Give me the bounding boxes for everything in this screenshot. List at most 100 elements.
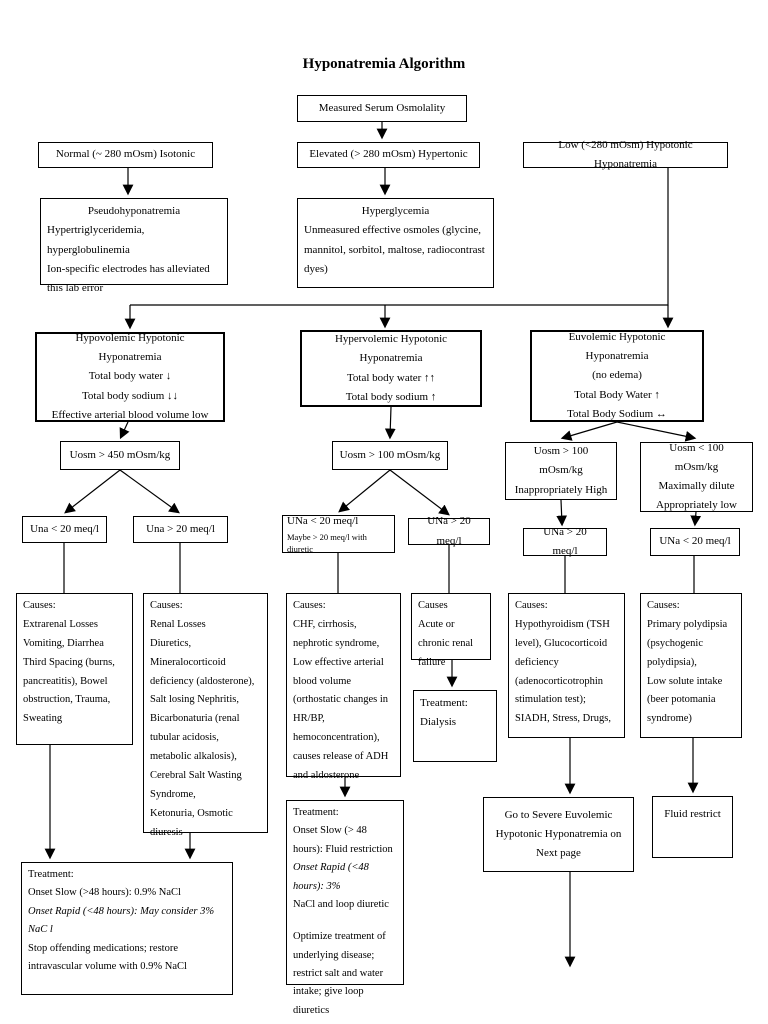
text-line: Hyperglycemia [361,205,430,217]
text-line: Total body sodium ↓↓ [81,389,179,402]
node-goto-next-page: Go to Severe Euvolemic Hypotonic Hyponat… [483,797,634,872]
text-line: Third Spacing (burns, pancreatitis), Bow… [23,656,115,706]
text-line: Go to Severe Euvolemic Hypotonic Hyponat… [495,808,622,860]
text-line: UNa > 20 meq/l [543,525,587,557]
text-line: Uosm > 100 mOsm/kg [533,445,589,477]
text-line: Low solute intake (beer potomania syndro… [647,675,723,725]
text-line: Diuretics, [150,637,192,649]
text-line: Fluid restrict [664,808,721,820]
text-line: Total body sodium ↑ [345,390,437,403]
text-line: UNa > 20 meq/l [427,515,471,547]
text-line: Onset Slow (> 48 hours): Fluid restricti… [293,825,393,855]
text-line: Pseudohyponatremia [87,205,181,217]
text-line: Hypertriglyceridemia, hyperglobulinemia [47,224,145,256]
text-line: Acute or chronic renal failure [418,618,474,668]
node-una-lt20-right: UNa < 20 meq/l [650,528,740,556]
text-line: Euvolemic Hypotonic Hyponatremia [568,330,666,363]
text-line: Treatment: [28,869,74,880]
node-euvolemic: Euvolemic Hypotonic Hyponatremia (no edem… [530,330,704,422]
page-title: Hyponatremia Algorithm [302,56,466,72]
text-line: Extrarenal Losses [23,618,98,630]
text-line: SIADH, Stress, Drugs, [515,713,611,725]
node-uosm-gt-450: Uosm > 450 mOsm/kg [60,441,180,470]
text-line: Low (<280 mOsm) Hypotonic Hyponatremia [558,138,693,170]
text-line: Sweating [23,713,63,725]
text-line: Ketonuria, Osmotic diuresis [150,807,233,838]
text-line: Maybe > 20 meq/l with diuretic [287,531,367,554]
node-una-gt20-center: UNa > 20 meq/l [408,515,490,547]
text-line: Dialysis [420,716,457,729]
text-line: Stop offending medications; restore intr… [28,942,187,972]
node-measured-serum-osmolality: Measured Serum Osmolality [297,95,467,122]
text-line: Total body water ↑↑ [346,371,436,384]
text-line: Effective arterial blood volume low [51,408,209,421]
text-line: (adenocorticotrophin stimulation test); [515,675,604,706]
text-line: Causes: [293,600,326,611]
text-line: Onset Slow (>48 hours): 0.9% NaCl [28,887,181,899]
text-line: UNa < 20 meq/l [287,515,359,528]
text-line: Causes: [150,600,183,611]
text-line: NaCl and loop diuretic [293,898,389,910]
text-line: Onset Rapid (<48 hours): May consider 3%… [28,905,215,936]
node-una-lt20-left: Una < 20 meq/l [22,516,107,543]
node-normal-isotonic: Normal (~ 280 mOsm) Isotonic [38,142,213,168]
node-treatment-hypovolemic: Treatment: Onset Slow (>48 hours): 0.9% N… [21,862,233,995]
text-line: Bicarbonaturia (renal tubular acidosis, [150,713,240,744]
text-line: Causes [418,600,448,611]
text-line: Salt losing Nephritis, [150,694,239,706]
node-causes-polydipsia: Causes:Primary polydipsia (psychogenic p… [640,593,742,738]
text-line: Uosm < 100 mOsm/kg [669,441,724,473]
node-treatment-hypervolemic: Treatment: Onset Slow (> 48 hours): Fluid… [286,800,404,1016]
text-line: Hypothyroidism (TSH level), Glucocortico… [515,618,610,668]
text-line: Onset Rapid (<48 hours): 3% [293,862,369,892]
text-line: Una < 20 meq/l [30,522,99,535]
text-line: Una > 20 meq/l [146,522,215,535]
text-line: causes release of ADH and aldosterone [293,751,389,782]
text-line: Measured Serum Osmolality [318,101,446,114]
text-line: CHF, cirrhosis, nephrotic syndrome, [293,618,380,649]
text-line: Hypervolemic Hypotonic Hyponatremia [334,333,448,365]
text-line: Normal (~ 280 mOsm) Isotonic [55,148,196,161]
text-line: Cerebral Salt Wasting Syndrome, [150,770,242,800]
node-uosm-gt-100: Uosm > 100 mOsm/kg [332,441,448,470]
text-line: metabolic alkalosis), [150,751,237,763]
node-causes-chf-cirrhosis: Causes: CHF, cirrhosis, nephrotic syndrom… [286,593,401,781]
text-line: UNa < 20 meq/l [659,535,731,548]
text-line: Treatment: [293,807,339,818]
text-line: Causes: [515,600,548,611]
node-una-gt20-right: UNa > 20 meq/l [523,526,607,557]
text-line: Total Body Water ↑ [574,388,660,401]
node-treatment-dialysis: Treatment: Dialysis [413,690,497,762]
text-line: Total Body Sodium ↔ [567,407,667,420]
text-line: (no edema) [592,369,642,382]
text-line: Optimize treatment of underlying disease… [293,931,386,1016]
text-line: Uosm > 100 mOsm/kg [339,448,441,461]
node-una-gt20-left: Una > 20 meq/l [133,516,228,543]
text-line: Total body water ↓ [88,370,172,383]
text-line: Primary polydipsia (psychogenic polydips… [647,618,728,668]
text-line: Vomiting, Diarrhea [23,637,104,649]
node-fluid-restrict: Fluid restrict [652,796,733,858]
text-line: Treatment: [420,697,468,709]
text-line: Low effective arterial blood volume (ort… [293,656,389,744]
text-line: Uosm > 450 mOsm/kg [69,448,171,461]
text-line: Elevated (> 280 mOsm) Hypertonic [309,148,468,161]
text-line: Hypovolemic Hypotonic Hyponatremia [75,331,185,364]
text-line: Inappropriately High [514,483,608,496]
node-low-hypotonic: Low (<280 mOsm) Hypotonic Hyponatremia [523,139,728,170]
text-line: Appropriately low [656,499,737,512]
node-elevated-hypertonic: Elevated (> 280 mOsm) Hypertonic [297,142,480,168]
text-line: Mineralocorticoid deficiency (aldosteron… [150,656,255,687]
